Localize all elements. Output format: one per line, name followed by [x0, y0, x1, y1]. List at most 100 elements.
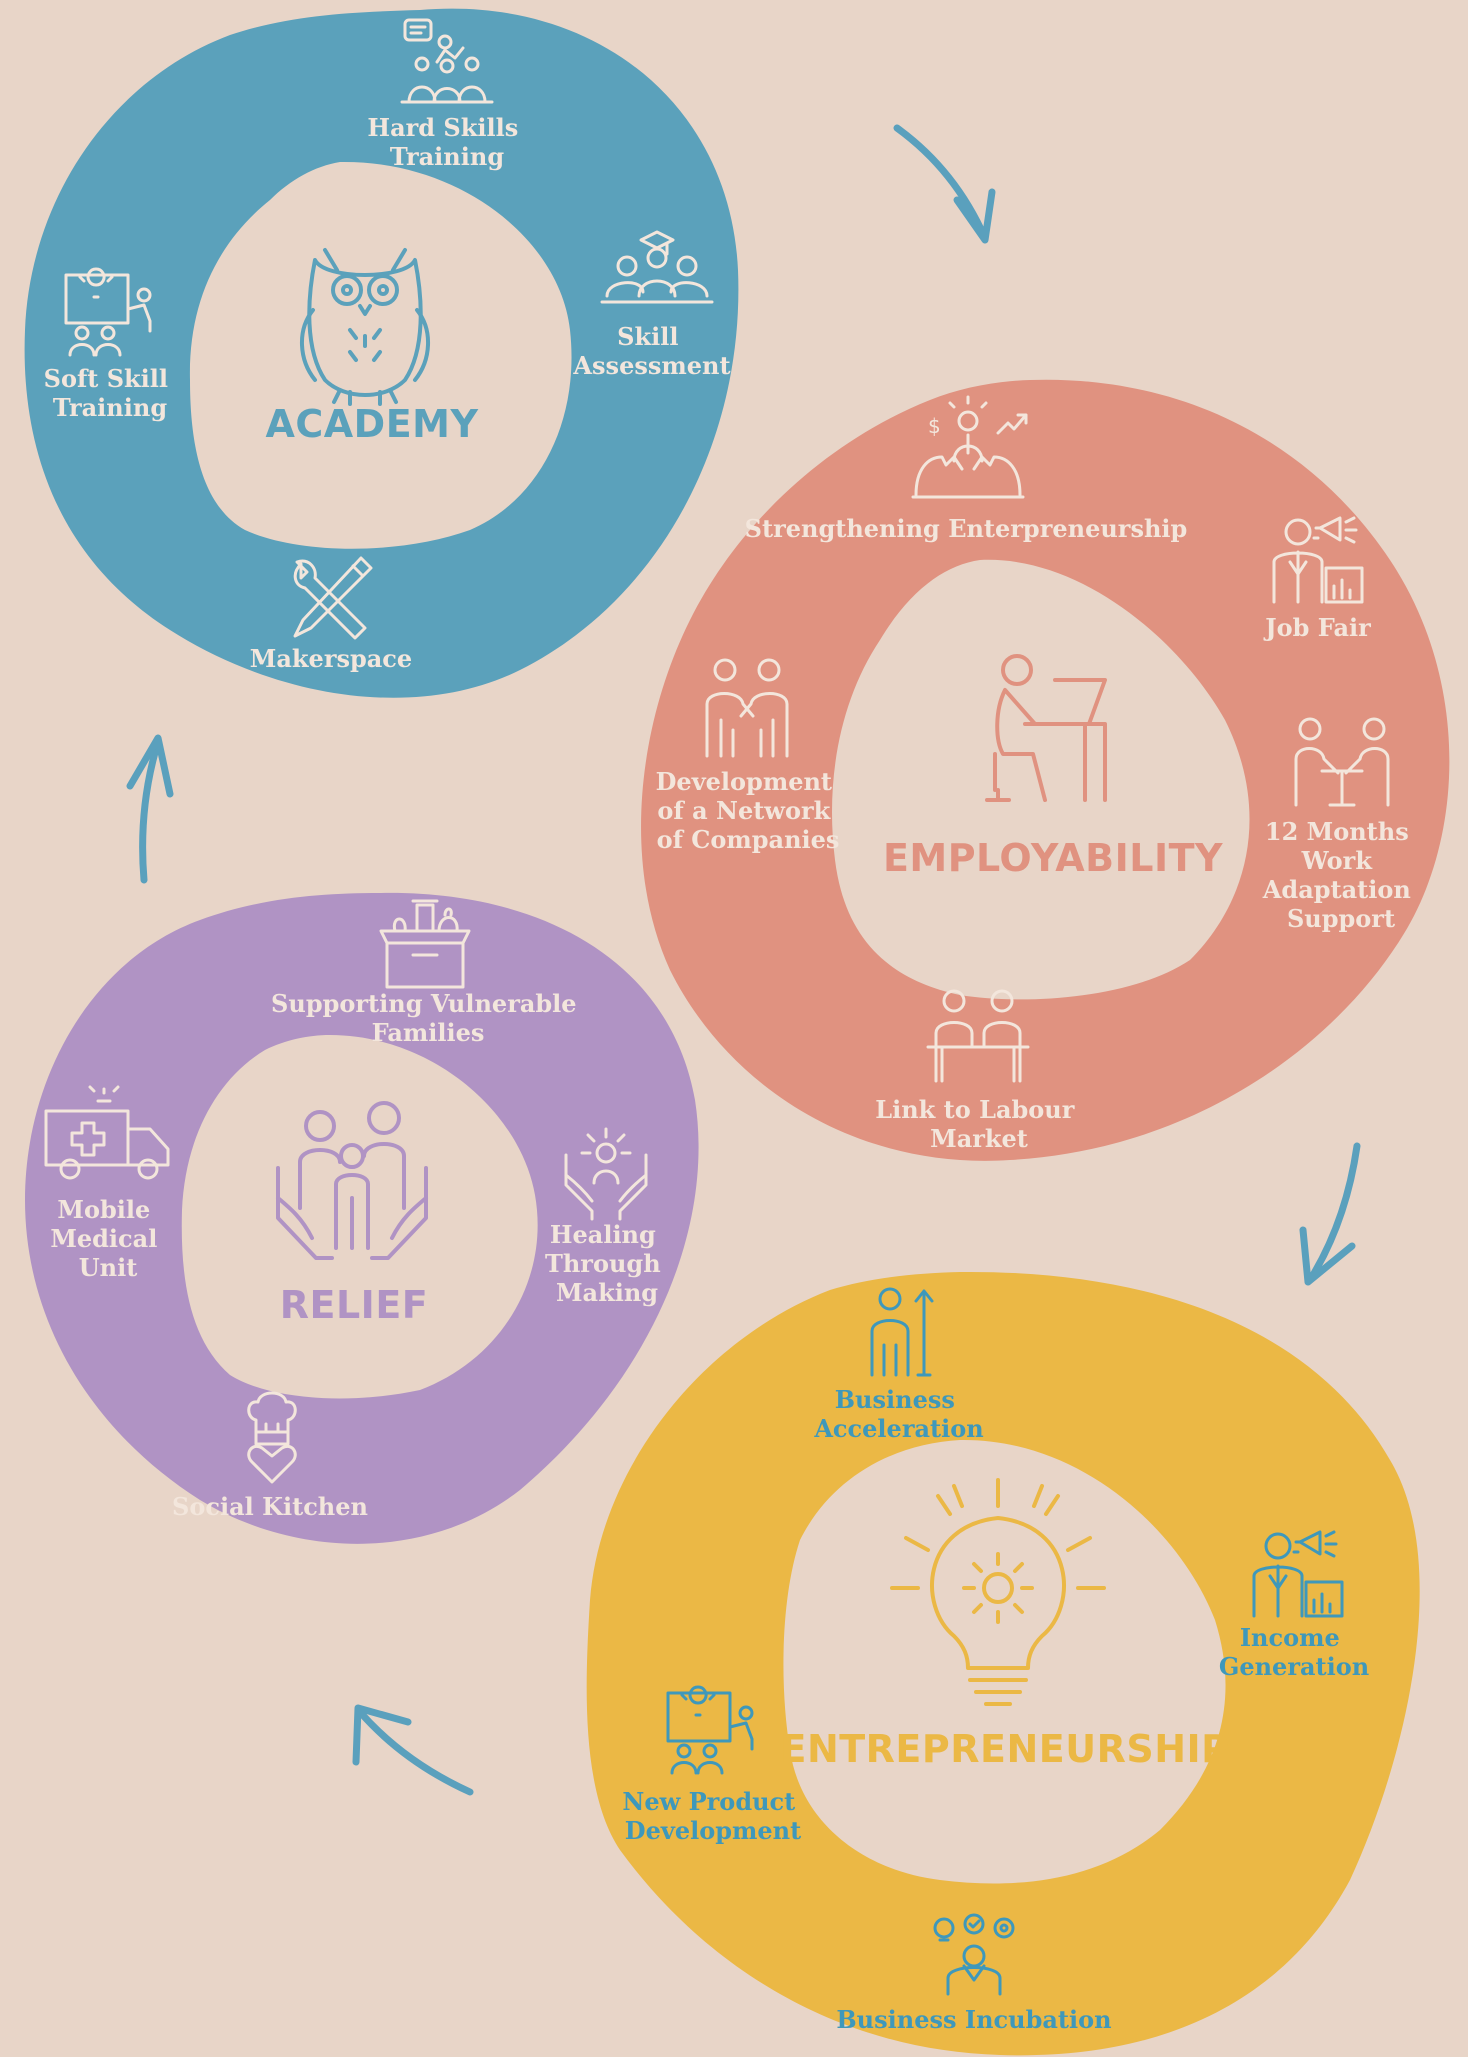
- relief-item-label: Mobile Medical Unit: [50, 1195, 165, 1282]
- employability-item-labour-market: Link to Labour Market: [875, 991, 1083, 1153]
- employability-item-label: Job Fair: [1263, 613, 1371, 642]
- graduates-icon: [602, 232, 712, 302]
- employability-item-label: Development of a Network of Companies: [656, 767, 841, 854]
- label-line: New Product: [622, 1787, 795, 1816]
- label-line: Adaptation: [1262, 875, 1411, 904]
- academy-ring: ACADEMY Hard Skills Training Skill: [24, 8, 739, 698]
- interview-desk-icon: [928, 991, 1028, 1081]
- employability-ring: EMPLOYABILITY $ Strengthening Enterprene…: [641, 379, 1450, 1161]
- label-line: Skill: [617, 322, 678, 351]
- relief-ring: RELIEF Supporting Vulnerable Families He…: [25, 892, 699, 1544]
- owl-icon: [302, 250, 428, 404]
- tools-icon: [295, 558, 371, 638]
- label-line: Medical: [50, 1224, 157, 1253]
- academy-item-hard-skills: Hard Skills Training: [367, 20, 518, 171]
- entrepreneurship-item-label: Business Incubation: [836, 2005, 1111, 2034]
- academy-item-soft-skill: Soft Skill Training: [44, 269, 177, 422]
- megaphone-speaker-icon: [1254, 1532, 1342, 1616]
- label-line: Mobile: [57, 1195, 150, 1224]
- label-line: Business: [835, 1385, 955, 1414]
- academy-item-skill-assessment: Skill Assessment: [572, 232, 731, 380]
- desk-worker-icon: [987, 656, 1105, 800]
- relief-item-label: Supporting Vulnerable Families: [271, 989, 585, 1047]
- entrepreneurship-ring: ENTREPRENEURSHIP Business Acceleration: [586, 1271, 1420, 2056]
- label-line: of Companies: [657, 825, 840, 854]
- relief-item-social-kitchen: Social Kitchen: [172, 1393, 368, 1521]
- label-line: Families: [372, 1018, 485, 1047]
- employability-item-strengthening: $ Strengthening Enterpreneurship: [745, 397, 1188, 543]
- meeting-table-icon: [1296, 719, 1388, 805]
- relief-ring-shape: [25, 892, 699, 1544]
- employability-title: EMPLOYABILITY: [883, 836, 1223, 880]
- label-line: Training: [390, 142, 504, 171]
- label-line: Acceleration: [813, 1414, 983, 1443]
- arrow-academy-to-employability: [893, 124, 996, 244]
- label-line: Development: [625, 1816, 801, 1845]
- lightbulb-gear-icon: [892, 1480, 1104, 1704]
- presentation-idea-icon: [668, 1687, 752, 1773]
- handshake-people-icon: [707, 660, 787, 756]
- label-line: Assessment: [572, 351, 730, 380]
- employability-ring-shape: [641, 379, 1450, 1161]
- healing-hands-icon: [566, 1129, 646, 1219]
- label-line: Healing: [550, 1220, 656, 1249]
- entrepreneurship-item-income: Income Generation: [1219, 1532, 1369, 1681]
- employability-item-network: Development of a Network of Companies: [656, 660, 841, 854]
- cycle-arrows: [126, 124, 1361, 1796]
- food-box-icon: [381, 901, 469, 987]
- label-line: Income: [1240, 1623, 1340, 1652]
- employability-item-label: Strengthening Enterpreneurship: [745, 514, 1188, 543]
- relief-item-healing: Healing Through Making: [545, 1129, 669, 1307]
- person-arrow-up-icon: [872, 1289, 932, 1375]
- entrepreneurship-item-new-product: New Product Development: [622, 1687, 803, 1845]
- employability-item-work-adaptation: 12 Months Work Adaptation Support: [1262, 719, 1419, 933]
- relief-item-vulnerable-families: Supporting Vulnerable Families: [271, 901, 585, 1047]
- relief-item-label: Social Kitchen: [172, 1492, 368, 1521]
- entrepreneurship-ring-shape: [586, 1271, 1420, 2056]
- hatching-entrepreneur-icon: $: [913, 397, 1026, 497]
- svg-text:$: $: [928, 414, 941, 438]
- label-line: Supporting Vulnerable: [271, 989, 577, 1018]
- academy-item-label: Skill Assessment: [572, 322, 730, 380]
- arrow-employability-to-entrepreneurship: [1299, 1142, 1361, 1286]
- relief-item-mobile-medical: Mobile Medical Unit: [46, 1087, 168, 1282]
- chef-heart-icon: [249, 1393, 296, 1482]
- label-line: Training: [53, 393, 167, 422]
- academy-item-makerspace: Makerspace: [250, 558, 412, 673]
- label-line: Hard Skills: [367, 113, 518, 142]
- entrepreneurship-item-label: Income Generation: [1219, 1623, 1369, 1681]
- label-line: Market: [930, 1124, 1028, 1153]
- academy-item-label: Makerspace: [250, 644, 412, 673]
- employability-item-label: Link to Labour Market: [875, 1095, 1083, 1153]
- academy-title: ACADEMY: [265, 402, 478, 446]
- entrepreneurship-item-label: New Product Development: [622, 1787, 803, 1845]
- arrow-relief-to-academy: [126, 734, 174, 884]
- ambulance-icon: [46, 1087, 168, 1178]
- relief-item-label: Healing Through Making: [545, 1220, 669, 1307]
- ideas-person-icon: [935, 1915, 1013, 1994]
- label-line: of a Network: [657, 796, 831, 825]
- entrepreneurship-item-incubation: Business Incubation: [836, 1915, 1112, 2034]
- academy-item-label: Soft Skill Training: [44, 364, 177, 422]
- academy-ring-shape: [24, 8, 739, 698]
- entrepreneurship-title: ENTREPRENEURSHIP: [780, 1727, 1229, 1771]
- megaphone-speaker-icon: [1274, 518, 1362, 602]
- relief-title: RELIEF: [280, 1283, 429, 1327]
- entrepreneurship-item-acceleration: Business Acceleration: [813, 1289, 984, 1443]
- employability-item-label: 12 Months Work Adaptation Support: [1262, 817, 1419, 933]
- label-line: 12 Months: [1265, 817, 1409, 846]
- family-hands-icon: [278, 1103, 426, 1258]
- label-line: Support: [1287, 904, 1395, 933]
- label-line: Soft Skill: [44, 364, 168, 393]
- label-line: Link to Labour: [875, 1095, 1075, 1124]
- label-line: Unit: [79, 1253, 138, 1282]
- label-line: Work: [1301, 846, 1374, 875]
- label-line: Making: [556, 1278, 658, 1307]
- employability-item-job-fair: Job Fair: [1263, 518, 1371, 642]
- label-line: Generation: [1219, 1652, 1369, 1681]
- teacher-audience-icon: [402, 20, 492, 102]
- arrow-entrepreneurship-to-relief: [352, 1704, 474, 1796]
- label-line: Through: [545, 1249, 661, 1278]
- label-line: Development: [656, 767, 832, 796]
